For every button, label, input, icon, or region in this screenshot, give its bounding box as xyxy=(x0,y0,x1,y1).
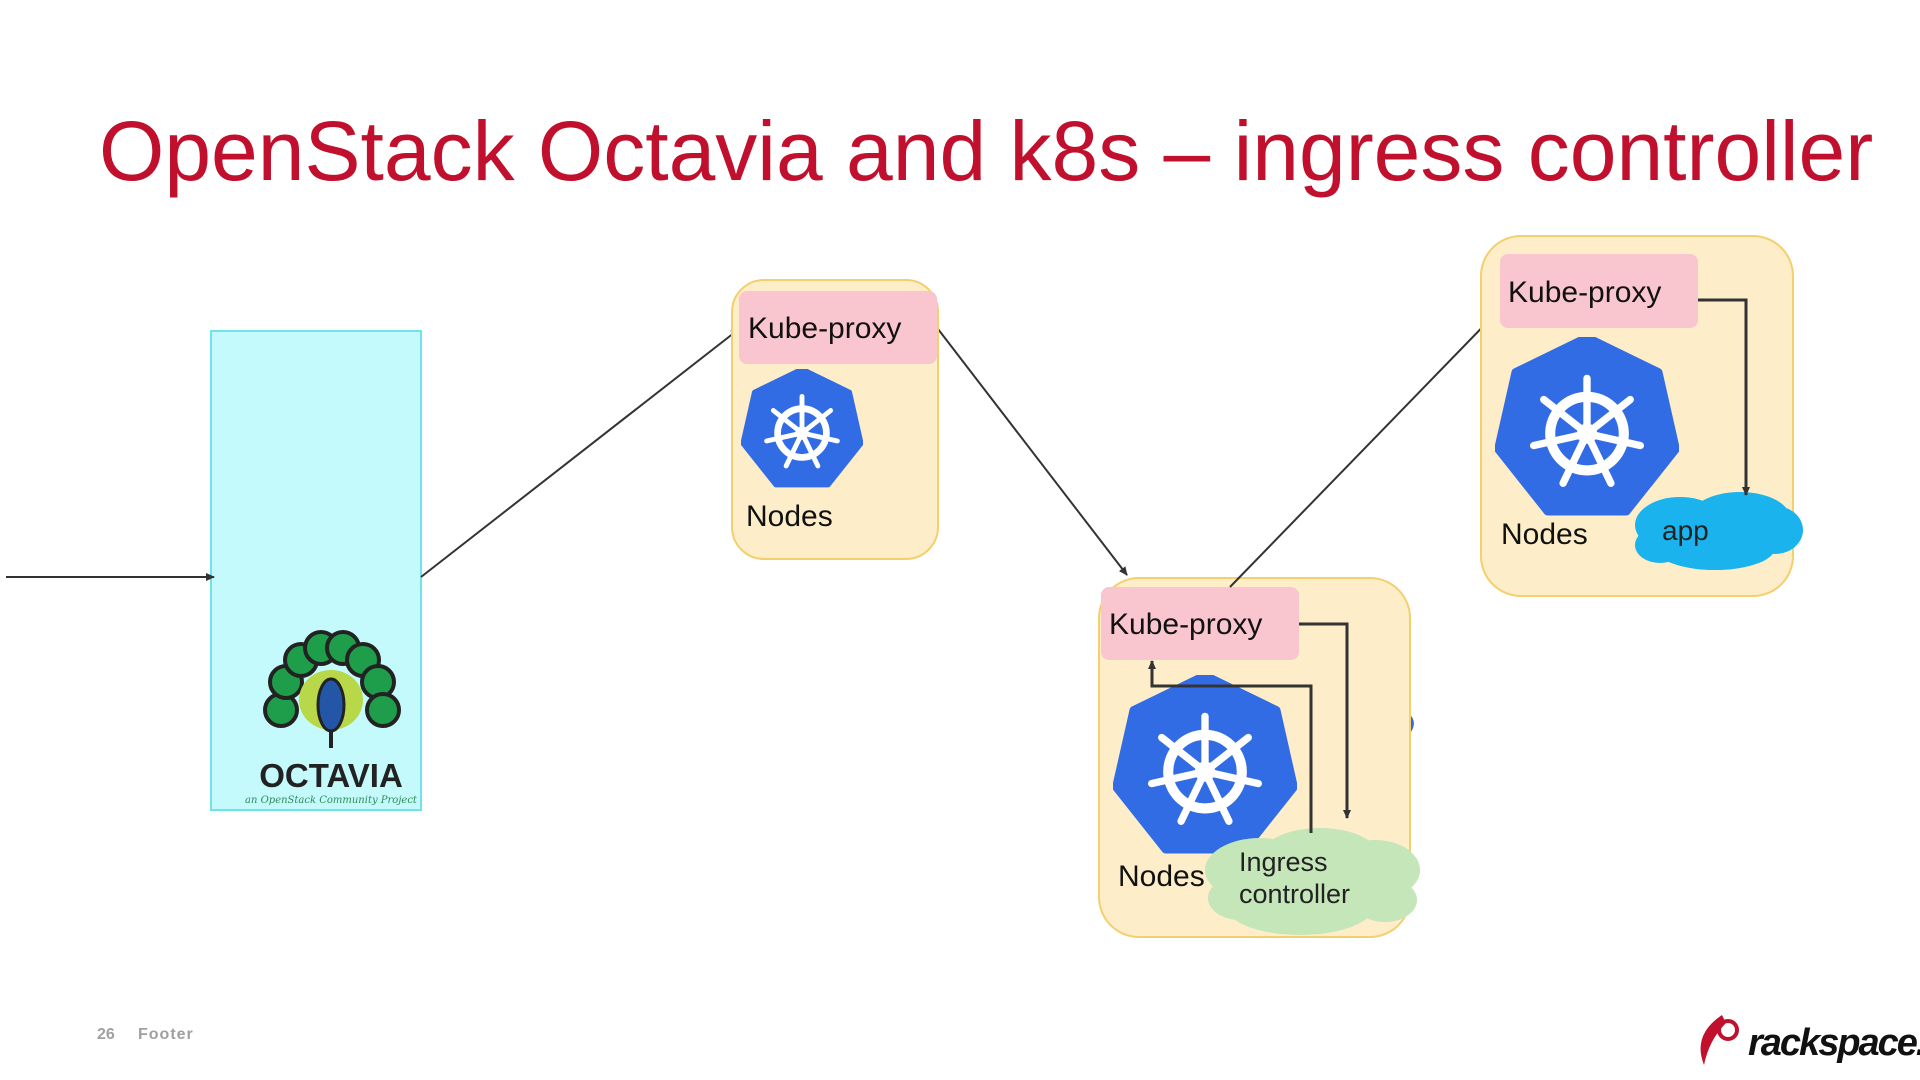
ingress-label-line2: controller xyxy=(1239,879,1350,909)
page-number: 26 xyxy=(97,1026,115,1043)
arrow-proxy-to-ingress xyxy=(1299,622,1351,819)
octavia-tagline: an OpenStack Community Project xyxy=(245,795,418,806)
octavia-name: OCTAVIA xyxy=(259,757,403,794)
ingress-label-line1: Ingress xyxy=(1239,847,1328,877)
arrow-proxy-to-app xyxy=(1698,298,1750,496)
app-label: app xyxy=(1662,515,1709,546)
node-group-1: Kube-proxy Nodes xyxy=(731,279,939,560)
nodes-label: Nodes xyxy=(746,500,833,533)
node-group-2: Kube-proxy Nodes Ingress controller xyxy=(1098,577,1420,938)
ingress-controller-cloud xyxy=(1205,828,1420,935)
kube-proxy-box xyxy=(1500,254,1698,328)
kube-proxy-box xyxy=(739,291,937,364)
kube-proxy-label: Kube-proxy xyxy=(1109,608,1262,641)
kube-proxy-label: Kube-proxy xyxy=(1508,276,1661,309)
app-cloud xyxy=(1635,492,1803,570)
footer-text: Footer xyxy=(138,1026,194,1043)
arrow-octavia-to-node1 xyxy=(420,328,740,578)
arrow-ingress-to-proxy xyxy=(1148,660,1313,833)
nodes-label: Nodes xyxy=(1118,860,1205,893)
kube-proxy-label: Kube-proxy xyxy=(748,312,901,345)
node-group-3: Kube-proxy Nodes app xyxy=(1480,235,1803,597)
rackspace-wordmark: rackspace. xyxy=(1748,1022,1920,1064)
octavia-load-balancer: OCTAVIA an OpenStack Community Project xyxy=(210,330,422,811)
nodes-label: Nodes xyxy=(1501,518,1588,551)
page-title: OpenStack Octavia and k8s – ingress cont… xyxy=(99,104,1873,198)
rackspace-logo: rackspace. xyxy=(1700,1015,1920,1065)
arrow-node2-to-node3 xyxy=(1229,308,1501,588)
arrow-node1-to-node2 xyxy=(937,328,1128,576)
kube-proxy-box xyxy=(1101,587,1299,660)
peacock-logo-icon xyxy=(263,630,401,748)
